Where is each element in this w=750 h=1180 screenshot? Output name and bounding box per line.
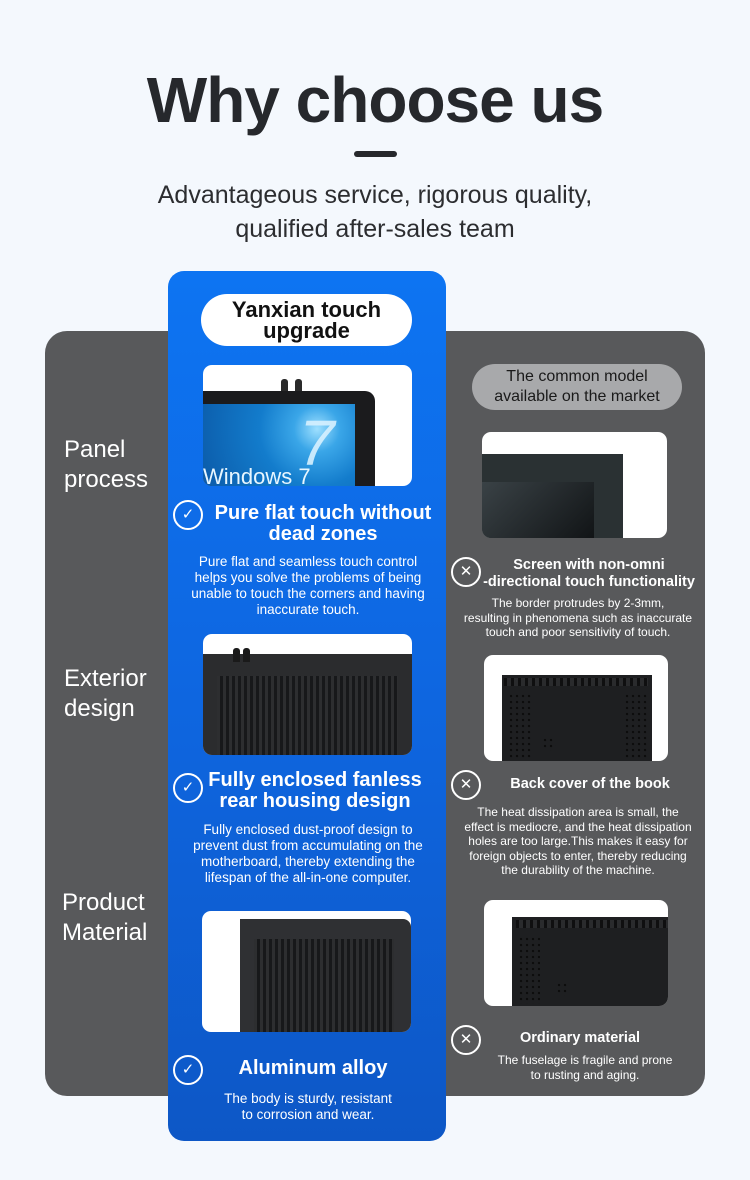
page-subtitle: Advantageous service, rigorous quality, … — [0, 178, 750, 246]
feature-title: Back cover of the book — [510, 776, 670, 792]
check-circle-icon: ✓ — [173, 1055, 203, 1085]
antenna-icon — [243, 648, 250, 662]
x-circle-icon: ✕ — [451, 557, 481, 587]
common-feature-screen: Screen with non-omni -directional touch … — [478, 557, 700, 591]
subtitle-line-1: Advantageous service, rigorous quality, — [157, 181, 593, 209]
row-label-exterior-design: Exterior design — [64, 665, 147, 722]
speaker-grille — [556, 982, 570, 996]
our-product-badge: Yanxian touch upgrade — [201, 294, 412, 346]
ordinary-material-image — [484, 900, 668, 1006]
row-label-panel-process: Panel process — [64, 436, 149, 493]
our-feature-material: Aluminum alloy — [205, 1058, 421, 1079]
speaker-grille — [542, 737, 556, 751]
antenna-icon — [281, 379, 288, 393]
feature-title: Fully enclosed fanless rear housing desi… — [208, 769, 422, 812]
screen-glass: 7 Windows 7 — [203, 404, 355, 486]
row-label-product-material: Product Material — [62, 889, 148, 946]
check-circle-icon: ✓ — [173, 773, 203, 803]
common-feature-back-cover: Back cover of the book — [480, 776, 700, 793]
common-feature-screen-desc: The border protrudes by 2-3mm, resulting… — [463, 596, 693, 639]
common-feature-back-cover-desc: The heat dissipation area is small, the … — [464, 805, 692, 877]
subtitle-line-2: qualified after-sales team — [235, 215, 515, 243]
our-feature-housing: Fully enclosed fanless rear housing desi… — [205, 770, 425, 812]
aluminum-alloy-image — [202, 911, 411, 1032]
screen-text: Windows 7 — [203, 464, 311, 486]
fanless-heatsink-image — [203, 634, 412, 755]
windows-touch-panel-image: 7 Windows 7 — [203, 365, 412, 486]
our-feature-material-desc: The body is sturdy, resistant to corrosi… — [224, 1091, 392, 1122]
antenna-icon — [233, 648, 240, 662]
common-feature-material: Ordinary material — [480, 1030, 680, 1047]
our-feature-housing-desc: Fully enclosed dust-proof design to prev… — [193, 822, 423, 885]
page-title: Why choose us — [146, 64, 604, 136]
our-feature-touch: Pure flat touch without dead zones — [205, 503, 441, 545]
common-feature-material-desc: The fuselage is fragile and prone to rus… — [497, 1053, 673, 1082]
feature-title: Aluminum alloy — [238, 1057, 388, 1079]
feature-title: Screen with non-omni -directional touch … — [483, 557, 695, 590]
our-feature-touch-desc: Pure flat and seamless touch control hel… — [191, 554, 425, 617]
common-model-badge: The common model available on the market — [472, 364, 682, 410]
x-circle-icon: ✕ — [451, 770, 481, 800]
feature-title: Pure flat touch without dead zones — [214, 502, 432, 545]
title-underline — [354, 151, 397, 157]
protruding-bezel-image — [482, 432, 667, 538]
x-circle-icon: ✕ — [451, 1025, 481, 1055]
feature-title: Ordinary material — [519, 1030, 641, 1046]
vented-back-cover-image — [484, 655, 668, 761]
antenna-icon — [295, 379, 302, 393]
check-circle-icon: ✓ — [173, 500, 203, 530]
